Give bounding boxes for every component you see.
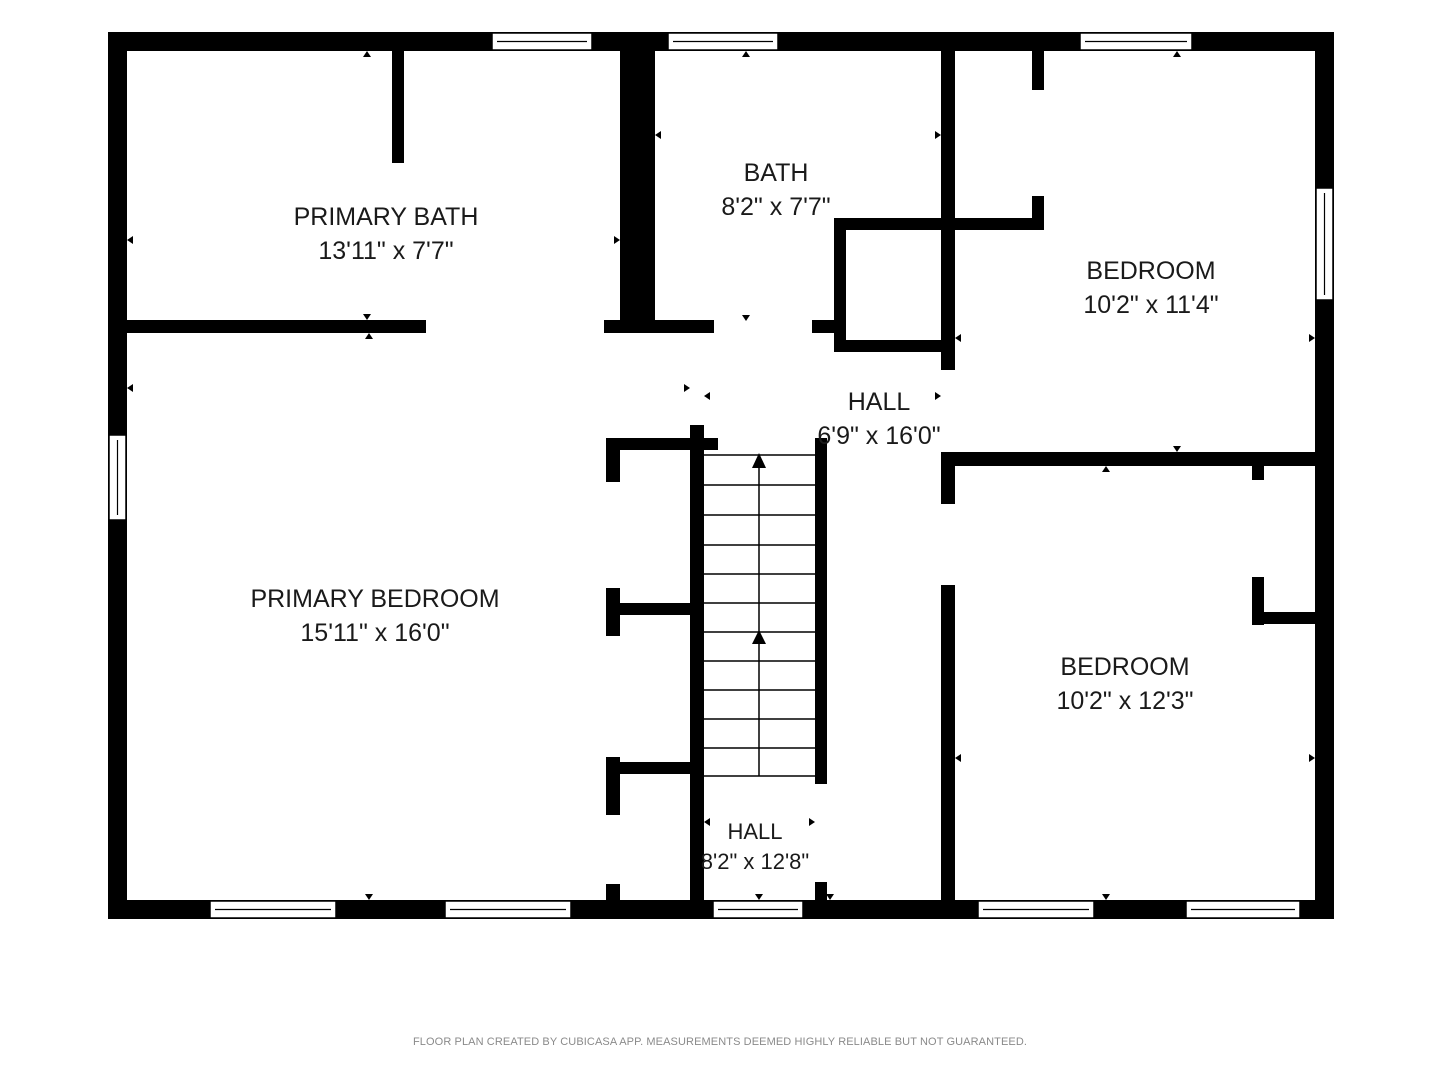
- room-bedroom-upper: BEDROOM 10'2" x 11'4": [1083, 257, 1218, 319]
- stair-arrow-icon: [752, 630, 766, 644]
- room-name: BEDROOM: [1060, 653, 1189, 681]
- room-dimensions: 6'9" x 16'0": [817, 422, 940, 450]
- window-right: [1315, 187, 1334, 301]
- window-bottom-4: [977, 900, 1095, 919]
- window-left: [108, 434, 127, 521]
- room-dimensions: 10'2" x 12'3": [1056, 687, 1193, 715]
- room-name: HALL: [848, 388, 911, 416]
- room-dimensions: 15'11" x 16'0": [300, 619, 449, 647]
- room-name: BATH: [744, 159, 809, 187]
- window-bottom-1: [209, 900, 337, 919]
- exterior-walls: [108, 32, 1334, 919]
- doorways: [426, 321, 812, 332]
- window-bottom-2: [444, 900, 572, 919]
- room-name: PRIMARY BEDROOM: [250, 585, 499, 613]
- room-dimensions: 13'11" x 7'7": [318, 237, 453, 265]
- room-dimensions: 8'2" x 12'8": [701, 849, 809, 874]
- stair-arrow-icon: [752, 453, 766, 468]
- room-bath: BATH 8'2" x 7'7": [721, 159, 830, 221]
- room-bedroom-lower: BEDROOM 10'2" x 12'3": [1056, 653, 1193, 715]
- window-top-3: [1079, 32, 1193, 51]
- room-hall-main: HALL 6'9" x 16'0": [817, 388, 940, 450]
- room-dimensions: 8'2" x 7'7": [721, 193, 830, 221]
- window-top-2: [667, 32, 779, 51]
- dimension-markers: [127, 51, 1315, 900]
- floor-plan-disclaimer: FLOOR PLAN CREATED BY CUBICASA APP. MEAS…: [412, 1036, 1028, 1048]
- room-dimensions: 10'2" x 11'4": [1083, 291, 1218, 319]
- room-name: BEDROOM: [1086, 257, 1215, 285]
- room-name: PRIMARY BATH: [294, 203, 479, 231]
- staircase: [704, 453, 815, 777]
- room-primary-bedroom: PRIMARY BEDROOM 15'11" x 16'0": [250, 585, 499, 647]
- window-bottom-3: [712, 900, 804, 919]
- windows: [108, 32, 1334, 919]
- window-top-1: [491, 32, 593, 51]
- interior-walls: [120, 40, 1326, 910]
- room-hall-stair: HALL 8'2" x 12'8": [701, 819, 809, 874]
- room-primary-bath: PRIMARY BATH 13'11" x 7'7": [294, 203, 479, 265]
- room-name: HALL: [727, 819, 782, 844]
- window-bottom-5: [1185, 900, 1301, 919]
